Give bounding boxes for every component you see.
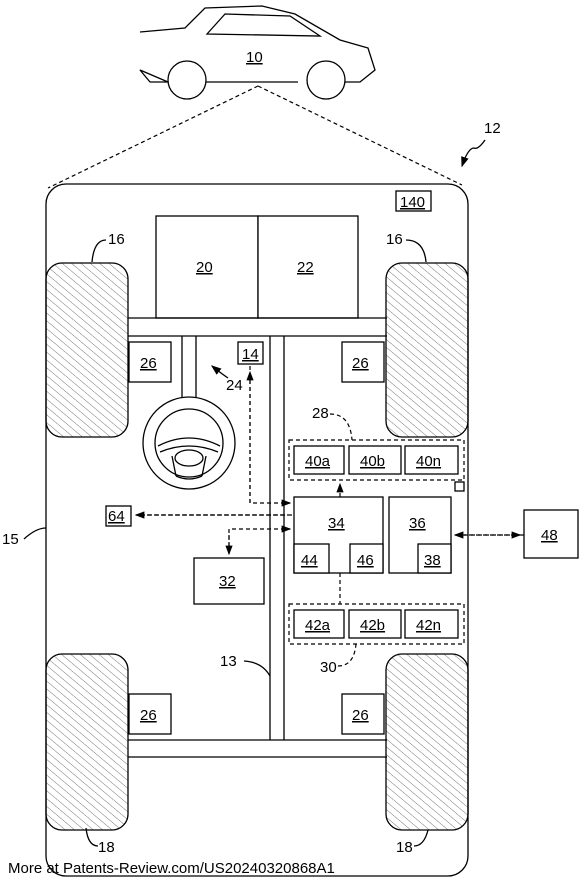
label-memory: 46 bbox=[357, 552, 374, 569]
label-actuator-group: 30 bbox=[320, 659, 337, 676]
label-display: 14 bbox=[242, 346, 259, 363]
steering-wheel-icon bbox=[142, 396, 236, 490]
label-sensor-b: 40b bbox=[360, 453, 385, 470]
wheel-rear-right bbox=[385, 653, 469, 831]
label-sensor-n: 40n bbox=[416, 453, 441, 470]
label-comm-sub: 38 bbox=[424, 552, 441, 569]
label-actuator-rr: 26 bbox=[352, 707, 369, 724]
label-system: 12 bbox=[484, 120, 501, 137]
label-transmission: 22 bbox=[297, 259, 314, 276]
label-remote: 48 bbox=[541, 527, 558, 544]
wheel-front-left bbox=[45, 262, 129, 438]
label-car: 10 bbox=[246, 49, 263, 66]
label-wheel-fl: 16 bbox=[108, 231, 125, 248]
label-module32: 32 bbox=[219, 573, 236, 590]
car-icon bbox=[139, 5, 376, 100]
label-frame: 13 bbox=[220, 653, 237, 670]
label-unit140: 140 bbox=[400, 194, 425, 211]
label-external: 64 bbox=[108, 508, 125, 525]
label-actuator-a: 42a bbox=[305, 617, 331, 634]
label-engine: 20 bbox=[196, 259, 213, 276]
label-processor: 44 bbox=[301, 552, 318, 569]
label-body: 15 bbox=[2, 531, 19, 548]
label-actuator-n: 42n bbox=[416, 617, 441, 634]
label-wheel-rr: 18 bbox=[396, 839, 413, 856]
label-sensor-a: 40a bbox=[305, 453, 331, 470]
label-actuator-rl: 26 bbox=[140, 707, 157, 724]
label-controller: 34 bbox=[328, 515, 345, 532]
label-actuator-fl: 26 bbox=[140, 355, 157, 372]
wheel-front-right bbox=[385, 262, 469, 438]
label-wheel-fr: 16 bbox=[386, 231, 403, 248]
footer-source-text: More at Patents-Review.com/US20240320868… bbox=[8, 860, 335, 877]
label-steering: 24 bbox=[226, 377, 243, 394]
label-actuator-fr: 26 bbox=[352, 355, 369, 372]
label-wheel-rl: 18 bbox=[98, 839, 115, 856]
label-sensor-group: 28 bbox=[312, 405, 329, 422]
module-32-box bbox=[193, 557, 265, 605]
label-comm: 36 bbox=[409, 515, 426, 532]
wheel-rear-left bbox=[45, 653, 129, 831]
label-actuator-b: 42b bbox=[360, 617, 385, 634]
